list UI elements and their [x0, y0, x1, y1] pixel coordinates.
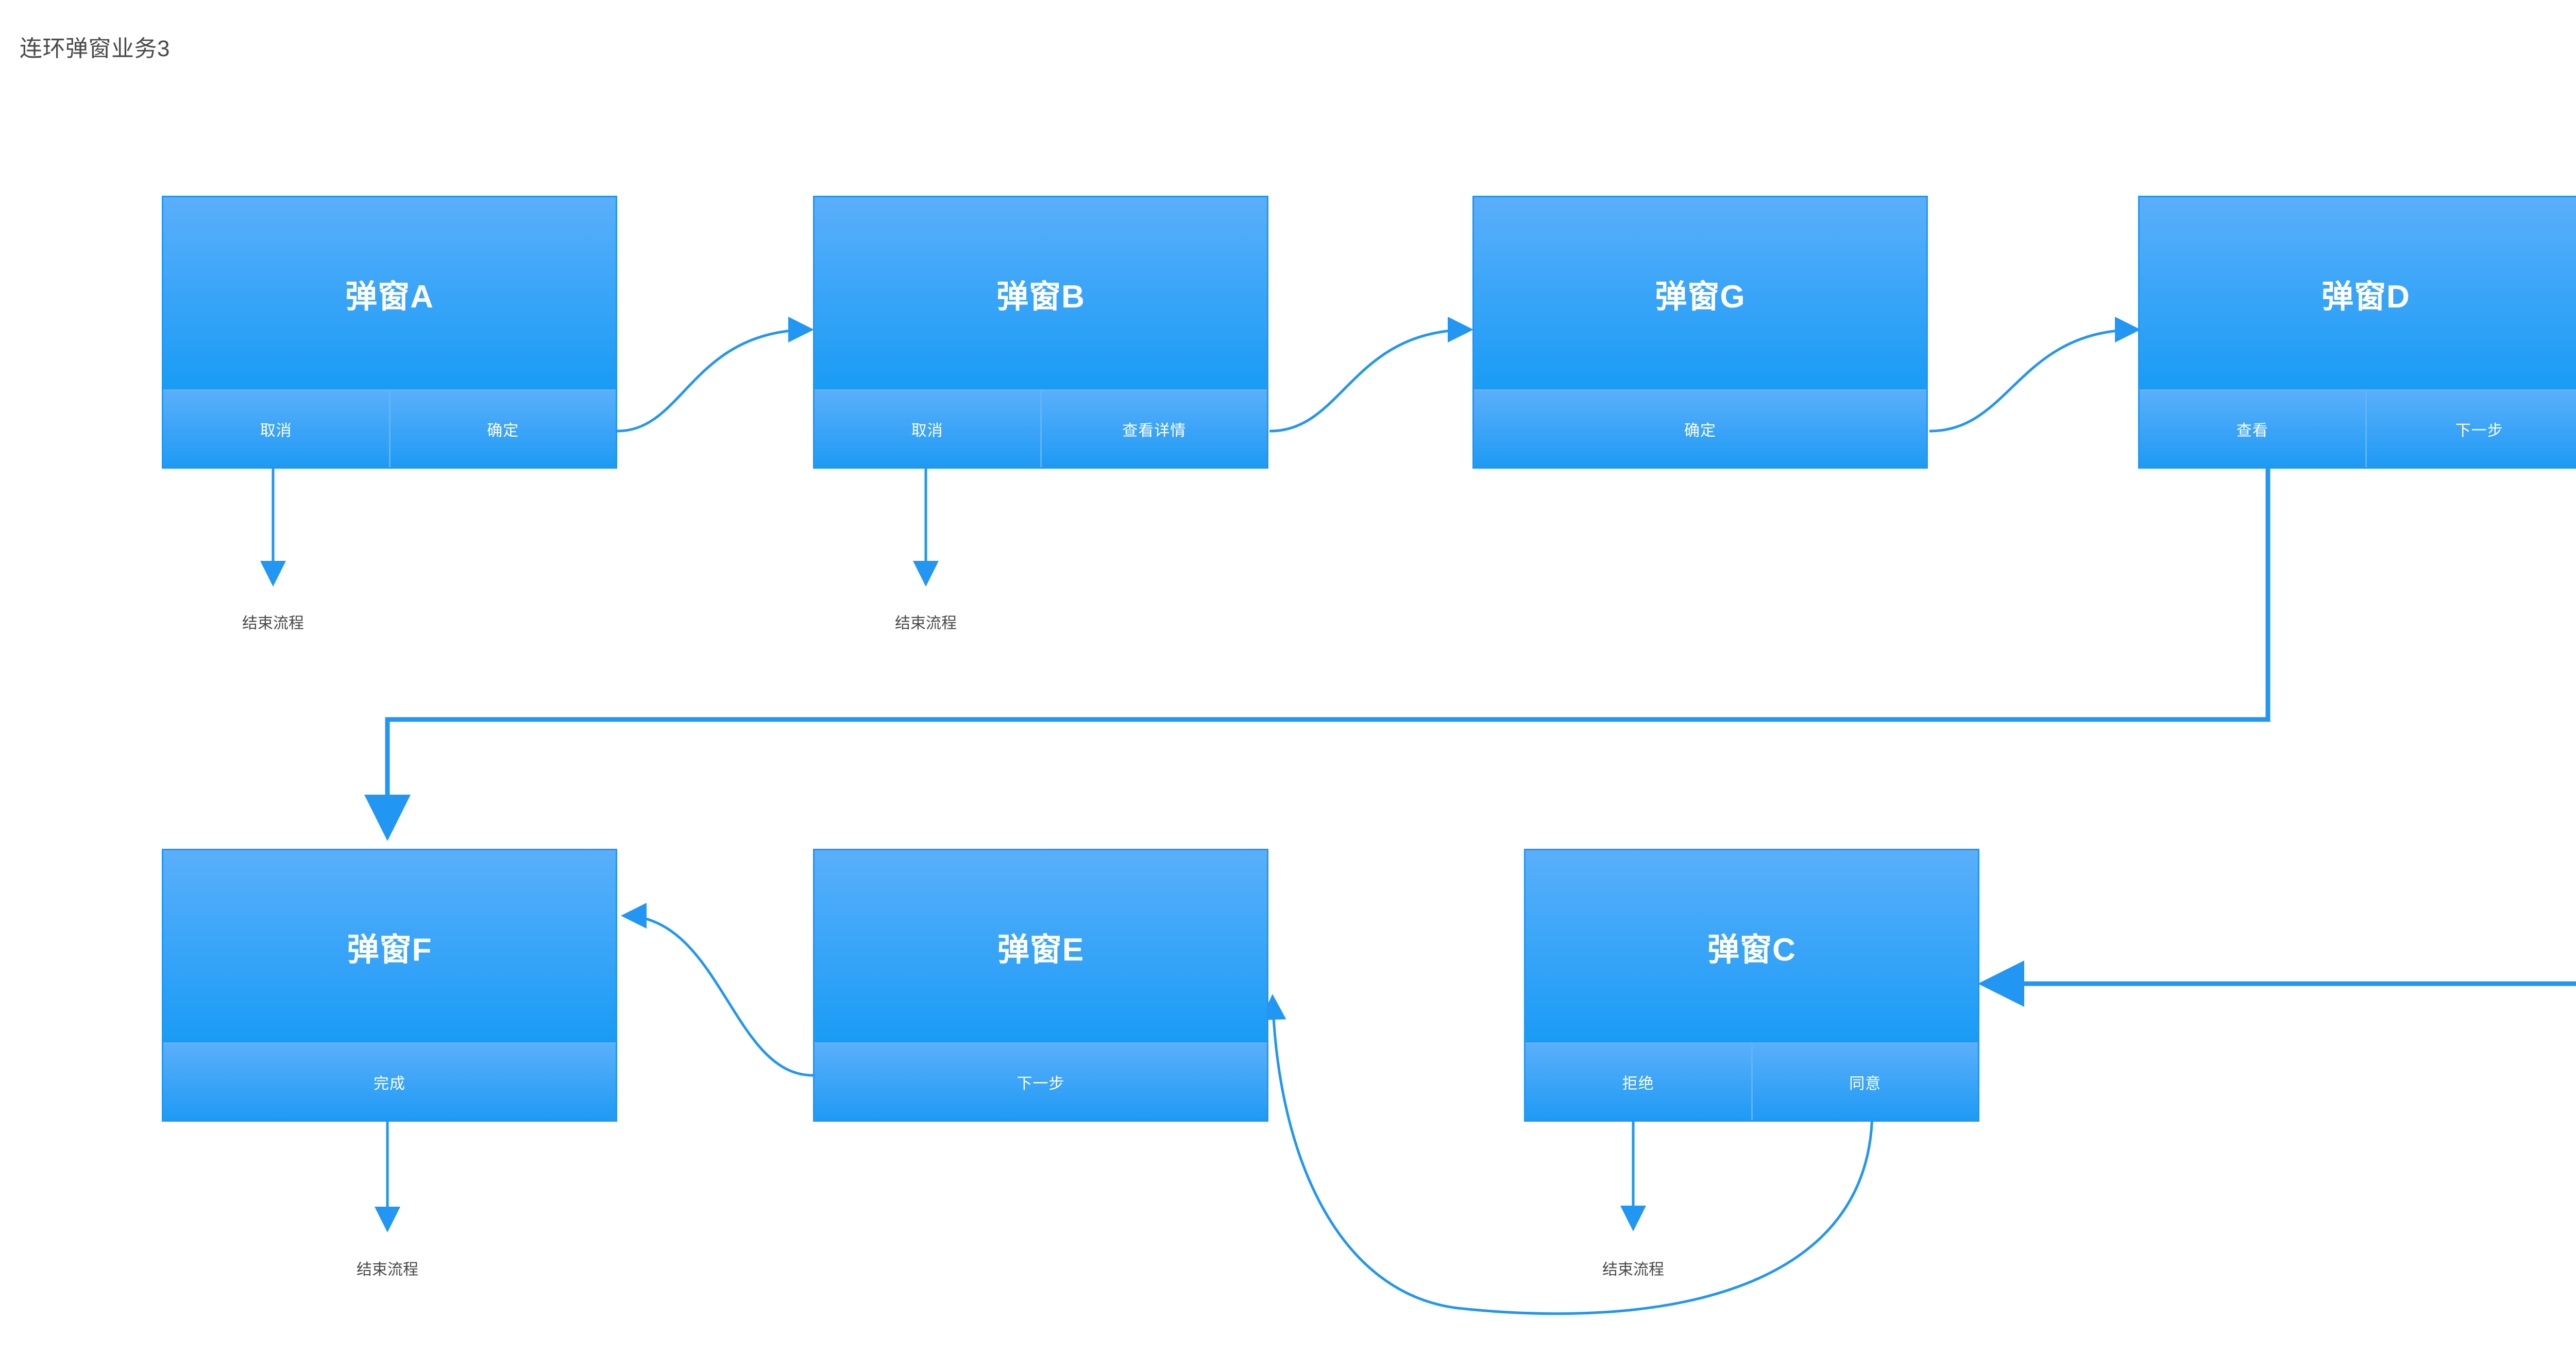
dialog-g-body: 弹窗G	[1474, 197, 1926, 389]
dialog-d-footer: 查看 下一步	[2140, 389, 2576, 467]
edge-e-next-to-f	[621, 903, 814, 1077]
edge-d-view-to-f	[364, 469, 2270, 841]
end-process-label-a: 结束流程	[242, 615, 304, 632]
end-process-label-f: 结束流程	[357, 1261, 418, 1278]
dialog-box-e[interactable]: 弹窗E 下一步	[813, 849, 1268, 1122]
dialog-f-footer: 完成	[163, 1042, 616, 1120]
edge-d-next-to-c	[1978, 420, 2576, 1007]
dialog-box-b[interactable]: 弹窗B 取消 查看详情	[813, 196, 1268, 469]
dialog-g-title: 弹窗G	[1655, 279, 1745, 315]
dialog-box-a[interactable]: 弹窗A 取消 确定	[162, 196, 617, 469]
dialog-e-next-button[interactable]: 下一步	[815, 1044, 1267, 1120]
dialog-a-confirm-button[interactable]: 确定	[388, 391, 616, 467]
dialog-f-title: 弹窗F	[347, 932, 432, 968]
dialog-box-d[interactable]: 弹窗D 查看 下一步	[2138, 196, 2576, 469]
dialog-f-done-button[interactable]: 完成	[163, 1044, 616, 1120]
dialog-c-agree-button[interactable]: 同意	[1751, 1044, 1978, 1120]
dialog-b-cancel-button[interactable]: 取消	[815, 391, 1040, 467]
dialog-b-body: 弹窗B	[815, 197, 1267, 389]
dialog-box-f[interactable]: 弹窗F 完成	[162, 849, 617, 1122]
edge-b-detail-to-g	[1269, 317, 1473, 433]
dialog-b-title: 弹窗B	[996, 279, 1085, 315]
dialog-d-next-button[interactable]: 下一步	[2365, 391, 2576, 467]
dialog-d-view-button[interactable]: 查看	[2140, 391, 2365, 467]
dialog-d-title: 弹窗D	[2321, 279, 2410, 315]
dialog-a-body: 弹窗A	[163, 197, 616, 389]
dialog-c-footer: 拒绝 同意	[1526, 1042, 1978, 1120]
end-process-label-c: 结束流程	[1602, 1261, 1664, 1278]
dialog-e-title: 弹窗E	[997, 932, 1084, 968]
dialog-c-reject-button[interactable]: 拒绝	[1526, 1044, 1751, 1120]
dialog-e-body: 弹窗E	[815, 850, 1267, 1042]
dialog-g-confirm-button[interactable]: 确定	[1474, 391, 1926, 467]
dialog-e-footer: 下一步	[815, 1042, 1267, 1120]
dialog-box-c[interactable]: 弹窗C 拒绝 同意	[1524, 849, 1979, 1122]
edge-g-confirm-to-d	[1929, 317, 2141, 433]
end-process-label-b: 结束流程	[895, 615, 957, 632]
dialog-a-cancel-button[interactable]: 取消	[163, 391, 389, 467]
dialog-g-footer: 确定	[1474, 389, 1926, 467]
dialog-b-view-detail-button[interactable]: 查看详情	[1040, 391, 1267, 467]
page-title: 连环弹窗业务3	[20, 36, 170, 61]
dialog-c-body: 弹窗C	[1526, 850, 1978, 1042]
dialog-b-footer: 取消 查看详情	[815, 389, 1267, 467]
dialog-f-body: 弹窗F	[163, 850, 616, 1042]
dialog-a-footer: 取消 确定	[163, 389, 616, 467]
dialog-d-body: 弹窗D	[2140, 197, 2576, 389]
dialog-a-title: 弹窗A	[345, 279, 434, 315]
dialog-box-g[interactable]: 弹窗G 确定	[1472, 196, 1928, 469]
dialog-c-title: 弹窗C	[1707, 932, 1796, 968]
edge-a-confirm-to-b	[617, 317, 814, 433]
